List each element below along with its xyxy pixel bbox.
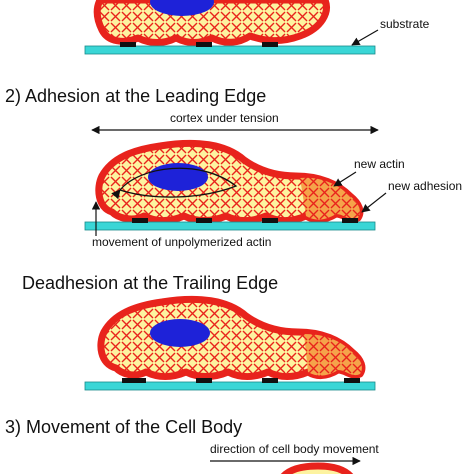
cell-4-body-top bbox=[280, 462, 354, 474]
adhesion-2-new bbox=[342, 218, 358, 223]
heading-movement-cell-body: 3) Movement of the Cell Body bbox=[5, 417, 242, 437]
adhesion-2c bbox=[262, 218, 278, 223]
adhesion-2b bbox=[196, 218, 212, 223]
substrate-1 bbox=[84, 45, 376, 55]
cortex-tension-label: cortex under tension bbox=[170, 111, 279, 125]
panel-adhesion: cortex under tension new actin new adhes… bbox=[84, 111, 462, 249]
substrate-2 bbox=[84, 221, 376, 231]
panel-protrusion: substrate bbox=[84, 0, 430, 55]
panel-deadhesion bbox=[84, 295, 376, 391]
nucleus-1 bbox=[150, 0, 214, 16]
substrate-pointer-arrow bbox=[351, 29, 379, 46]
new-adhesion-arrow bbox=[361, 192, 387, 213]
unpolymerized-actin-label: movement of unpolymerized actin bbox=[92, 235, 271, 249]
nucleus-2 bbox=[148, 163, 208, 191]
adhesion-3a bbox=[196, 378, 212, 383]
adhesion-3b bbox=[262, 378, 278, 383]
adhesion-3-released bbox=[122, 378, 146, 383]
new-actin-label: new actin bbox=[354, 157, 405, 171]
heading-deadhesion-trailing-edge: Deadhesion at the Trailing Edge bbox=[22, 273, 278, 293]
adhesion-1b bbox=[196, 42, 212, 47]
heading-adhesion-leading-edge: 2) Adhesion at the Leading Edge bbox=[5, 86, 266, 106]
actin-flow-loop bbox=[120, 167, 238, 197]
nucleus-3 bbox=[150, 319, 210, 347]
new-actin-arrow bbox=[333, 171, 357, 187]
panel-movement: direction of cell body movement bbox=[210, 442, 379, 474]
adhesion-3c bbox=[344, 378, 360, 383]
cell-3-actin-mesh bbox=[100, 299, 362, 377]
cell-1-actin-mesh bbox=[97, 0, 327, 43]
cell-body-direction-label: direction of cell body movement bbox=[210, 442, 379, 456]
substrate-3 bbox=[84, 381, 376, 391]
substrate-label: substrate bbox=[380, 17, 430, 31]
adhesion-1c bbox=[262, 42, 278, 47]
new-adhesion-label: new adhesion bbox=[388, 179, 462, 193]
adhesion-1a bbox=[120, 42, 136, 47]
adhesion-2a bbox=[132, 218, 148, 223]
